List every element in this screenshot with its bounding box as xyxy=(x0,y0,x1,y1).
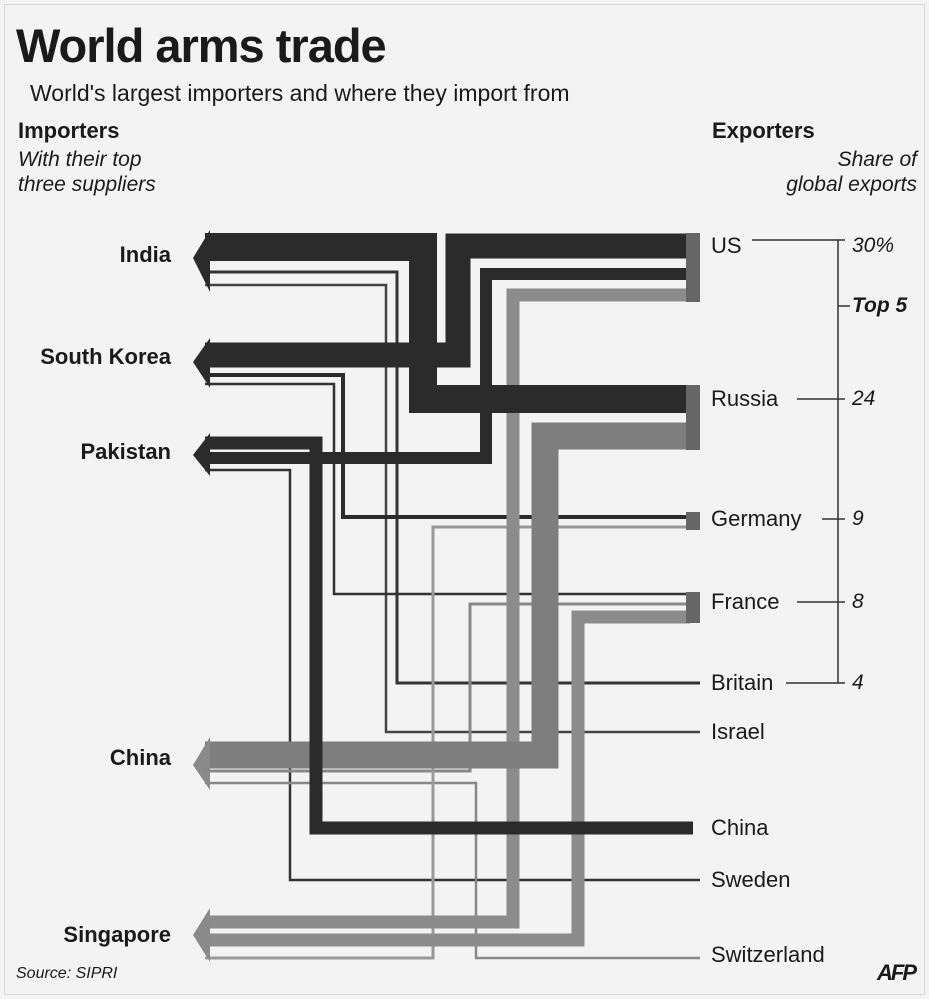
exporters-heading: Exporters xyxy=(712,118,815,143)
arrowhead-pakistan xyxy=(193,433,210,476)
page-title: World arms trade xyxy=(16,19,387,72)
arrowhead-india xyxy=(193,230,210,292)
exporter-britain: Britain xyxy=(711,670,774,695)
share-france: 8 xyxy=(852,590,864,613)
flow-pakistan-china xyxy=(205,436,693,835)
stub-germany xyxy=(686,512,700,530)
flow-southkorea-us xyxy=(205,233,690,368)
flow-singapore-france xyxy=(205,610,690,947)
flow-china-russia xyxy=(205,422,690,769)
stub-russia xyxy=(686,385,700,450)
importer-pakistan: Pakistan xyxy=(80,439,172,464)
exporter-israel: Israel xyxy=(711,719,765,744)
stub-france xyxy=(686,592,700,623)
exporter-switzerland: Switzerland xyxy=(711,942,825,967)
exporters-subheading: Share of global exports xyxy=(786,148,917,197)
source-note: Source: SIPRI xyxy=(16,965,118,982)
importer-china: China xyxy=(109,745,171,770)
exporter-us: US xyxy=(711,233,742,258)
arrowhead-singapore xyxy=(193,908,210,962)
importer-south-korea: South Korea xyxy=(40,344,171,369)
importers-subheading: With their top three suppliers xyxy=(18,148,156,197)
exporter-sweden: Sweden xyxy=(711,867,791,892)
exporter-germany: Germany xyxy=(711,506,802,531)
flow-india-russia xyxy=(205,233,690,413)
share-britain: 4 xyxy=(852,671,864,694)
share-bracket xyxy=(752,239,850,684)
share-russia: 24 xyxy=(852,387,876,410)
subtitle: World's largest importers and where they… xyxy=(30,80,570,106)
importer-singapore: Singapore xyxy=(63,922,171,947)
exporter-china: China xyxy=(711,815,769,840)
arrowhead-south-korea xyxy=(193,338,210,388)
flow-china-switzerland xyxy=(205,781,700,960)
afp-logo: AFP xyxy=(877,960,917,985)
exporter-russia: Russia xyxy=(711,386,779,411)
flow-pakistan-sweden xyxy=(205,468,700,882)
stub-us xyxy=(686,233,700,302)
share-us: 30% xyxy=(852,234,895,257)
flow-southkorea-france xyxy=(205,382,690,596)
flow-pakistan-us xyxy=(205,268,690,464)
exporter-france: France xyxy=(711,589,780,614)
importers-heading: Importers xyxy=(18,118,120,143)
frame xyxy=(4,4,925,995)
flow-china-france xyxy=(205,602,690,773)
top5-label: Top 5 xyxy=(852,294,908,317)
importer-india: India xyxy=(119,242,171,267)
flow-singapore-us xyxy=(205,288,690,929)
share-germany: 9 xyxy=(852,507,864,530)
arrowhead-china xyxy=(193,737,210,790)
